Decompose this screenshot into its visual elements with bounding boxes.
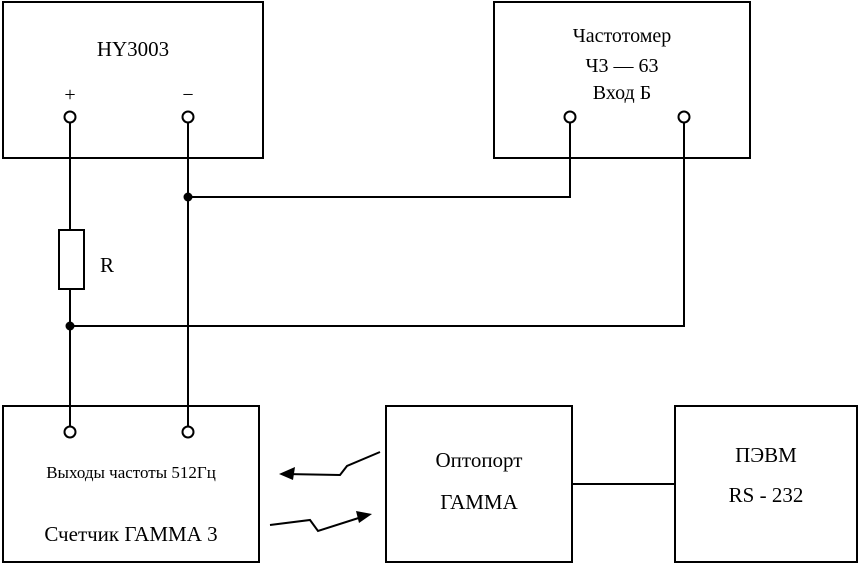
arrow-head-right [356,511,372,523]
optoport-label: Оптопорт [436,448,523,472]
meter-box [2,405,260,563]
terminal-meter-left [63,425,77,439]
meter-name-label: Счетчик ГАММА 3 [44,522,217,546]
arrow-head-left [279,467,295,480]
optoport-box [385,405,573,563]
optical-link-lower [269,514,369,533]
frequency-meter-input: Вход Б [593,82,651,104]
frequency-meter-model: Ч3 — 63 [586,55,659,77]
terminal-meter-right [181,425,195,439]
resistor-label: R [100,253,114,277]
wire-node-to-fm-right [70,123,685,327]
power-supply-label: HY3003 [97,37,169,61]
terminal-minus [181,110,195,124]
frequency-meter-label: Частотомер [573,25,672,47]
terminal-plus [63,110,77,124]
meter-outputs-label: Выходы частоты 512Гц [46,463,216,482]
optical-link-upper [284,451,381,477]
optoport-gamma-label: ГАММА [440,490,518,514]
wire-minus-to-fm-left [188,123,571,198]
terminal-fm-right [677,110,691,124]
pc-port-label: RS - 232 [729,483,804,507]
plus-label: + [64,84,75,106]
resistor [58,229,85,290]
junction-dot-resistor [65,321,75,331]
power-supply-box [2,1,264,159]
frequency-meter-box [493,1,751,159]
pc-label: ПЭВМ [735,443,797,467]
minus-label: − [182,84,193,106]
terminal-fm-left [563,110,577,124]
junction-dot-minus [183,192,193,202]
